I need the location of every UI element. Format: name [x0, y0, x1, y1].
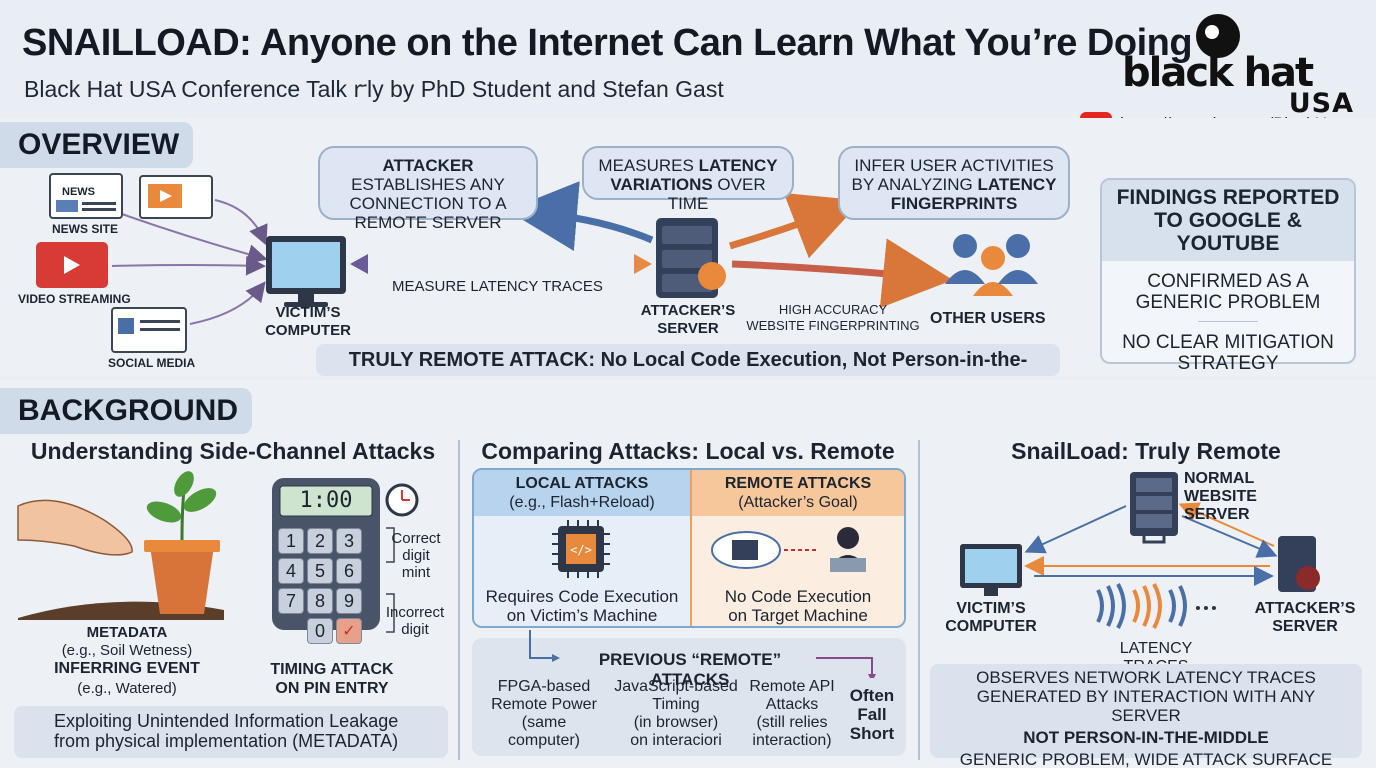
incorrect-digit-label: Incorrect digit [385, 604, 445, 638]
previous-attack-item: Remote API Attacks (still relies interac… [749, 678, 835, 749]
col1-footer: Exploiting Unintended Information Leakag… [14, 706, 448, 758]
pin-key: 2 [307, 528, 333, 554]
remote-attacks-text: No Code Execution on Target Machine [724, 587, 872, 625]
snailload-diagram [960, 472, 1320, 629]
measure-latency-label: MEASURE LATENCY TRACES [392, 278, 603, 295]
cloud-attacker-icon [711, 527, 866, 572]
remote-attacks-sub: (Attacker’s Goal) [738, 494, 858, 511]
previous-attack-item: FPGA-based Remote Power (same computer) [491, 678, 597, 749]
victim-computer-label: VICTIM’S COMPUTER [265, 304, 351, 339]
overview-tab: OVERVIEW [0, 122, 194, 168]
findings-item: NO CLEAR MITIGATION STRATEGY [1122, 332, 1334, 374]
correct-digit-label: Correct digit mint [391, 530, 441, 581]
timing-attack-label: TIMING ATTACK ON PIN ENTRY [270, 661, 394, 697]
page-subtitle: Black Hat USA Conference Talk ꭈly by PhD… [24, 76, 724, 102]
col2-title: Comparing Attacks: Local vs. Remote [481, 438, 895, 464]
source-video-streaming: VIDEO STREAMING [18, 292, 131, 306]
bubble-mid-b1: LATENCY [698, 156, 778, 175]
pin-key: 7 [278, 588, 304, 614]
normal-server-label: NORMAL WEBSITE SERVER [1184, 470, 1257, 523]
source-social-media: SOCIAL MEDIA [108, 356, 196, 370]
col3-footer-line3: GENERIC PROBLEM, WIDE ATTACK SURFACE [959, 750, 1333, 768]
bubble-mid-post: OVER TIME [667, 175, 766, 213]
comparison-box: LOCAL ATTACKS (e.g., Flash+Reload) </> R… [472, 468, 906, 628]
metadata-example: (e.g., Soil Wetness) [61, 642, 193, 659]
logo-usa: USA [1288, 88, 1354, 119]
logo-word: black hat [1122, 50, 1314, 96]
local-attacks-header: LOCAL ATTACKS (e.g., Flash+Reload) [474, 470, 690, 516]
pin-key: 8 [307, 588, 333, 614]
col3-footer-line2: NOT PERSON-IN-THE-MIDDLE [1023, 728, 1269, 747]
svg-text:</>: </> [570, 543, 592, 557]
findings-title: FINDINGS REPORTED TO GOOGLE & YOUTUBE [1102, 180, 1354, 261]
col3-victim-label: VICTIM’S COMPUTER [945, 600, 1037, 635]
pin-key: 5 [307, 558, 333, 584]
findings-box: FINDINGS REPORTED TO GOOGLE & YOUTUBE CO… [1100, 178, 1356, 374]
attacker-server-label: ATTACKER’S SERVER [640, 302, 736, 337]
col3-title: SnailLoad: Truly Remote [1011, 438, 1281, 464]
col1-title: Understanding Side-Channel Attacks [30, 438, 436, 464]
local-attacks-sub: (e.g., Flash+Reload) [509, 494, 655, 511]
timer-display: 1:00 [299, 488, 353, 513]
remote-attacks-panel: REMOTE ATTACKS (Attacker’s Goal) No Code… [690, 470, 904, 626]
source-news-site: NEWS SITE [52, 222, 119, 236]
bubble-left-bold: ATTACKER [382, 156, 474, 175]
other-users-label: OTHER USERS [930, 310, 1046, 327]
column-divider [918, 440, 920, 760]
local-attacks-panel: LOCAL ATTACKS (e.g., Flash+Reload) </> R… [474, 470, 690, 626]
truly-remote-banner: TRULY REMOTE ATTACK: No Local Code Execu… [316, 344, 1060, 403]
accuracy-label: HIGH ACCURACY WEBSITE FINGERPRINTING [746, 302, 920, 333]
pin-key: 3 [336, 528, 362, 554]
hat-logo-icon [1196, 14, 1240, 58]
hand-icon [17, 499, 133, 556]
pin-key: 6 [336, 558, 362, 584]
local-attacks-title: LOCAL ATTACKS [515, 475, 649, 492]
previous-attack-item: JavaScript-based Timing (in browser) on … [614, 678, 738, 749]
bubble-right-b1: LATENCY [977, 175, 1057, 194]
blackhat-logo: black hat USA [1120, 10, 1360, 119]
col3-footer: OBSERVES NETWORK LATENCY TRACES GENERATE… [930, 664, 1362, 768]
previous-attacks-title: PREVIOUS “REMOTE” ATTACKS [598, 650, 782, 689]
bubble-infer-activities: INFER USER ACTIVITIES BY ANALYZING LATEN… [838, 146, 1070, 220]
column-divider [458, 440, 460, 760]
remote-attacks-title: REMOTE ATTACKS [724, 475, 872, 492]
check-icon: ✓ [336, 618, 362, 644]
inferring-example: (e.g., Watered) [77, 680, 177, 697]
bubble-mid-pre: MEASURES [598, 156, 699, 175]
col3-footer-line1: OBSERVES NETWORK LATENCY TRACES GENERATE… [976, 668, 1316, 725]
bubble-mid-b2: VARIATIONS [610, 175, 713, 194]
news-badge: NEWS [60, 186, 97, 198]
pin-key: 4 [278, 558, 304, 584]
bubble-right-pre: INFER USER ACTIVITIES BY ANALYZING [851, 156, 1054, 194]
bubble-left-text: ESTABLISHES ANY CONNECTION TO A REMOTE S… [349, 175, 507, 232]
often-fall-short: Often Fall Short [849, 686, 895, 743]
findings-item: CONFIRMED AS A GENERIC PROBLEM [1135, 271, 1321, 313]
background-tab: BACKGROUND [0, 388, 252, 434]
overview-diagram [36, 173, 1038, 353]
col3-attacker-label: ATTACKER’S SERVER [1254, 600, 1356, 635]
pin-key: 1 [278, 528, 304, 554]
remote-attacks-header: REMOTE ATTACKS (Attacker’s Goal) [692, 470, 904, 516]
findings-divider [1198, 321, 1258, 322]
page-title: SNAILLOAD: Anyone on the Internet Can Le… [22, 22, 1193, 64]
bubble-attacker-connection: ATTACKER ESTABLISHES ANY CONNECTION TO A… [318, 146, 538, 232]
local-attacks-text: Requires Code Execution on Victim’s Mach… [485, 587, 679, 625]
bubble-right-b2: FINGERPRINTS [890, 194, 1018, 213]
chip-icon: </> [552, 520, 610, 578]
pin-key: 0 [307, 618, 333, 644]
previous-attacks-arrows [529, 630, 876, 678]
inferring-event-label: INFERRING EVENT [54, 660, 200, 677]
pin-key: 9 [336, 588, 362, 614]
metadata-label: METADATA [86, 624, 168, 641]
